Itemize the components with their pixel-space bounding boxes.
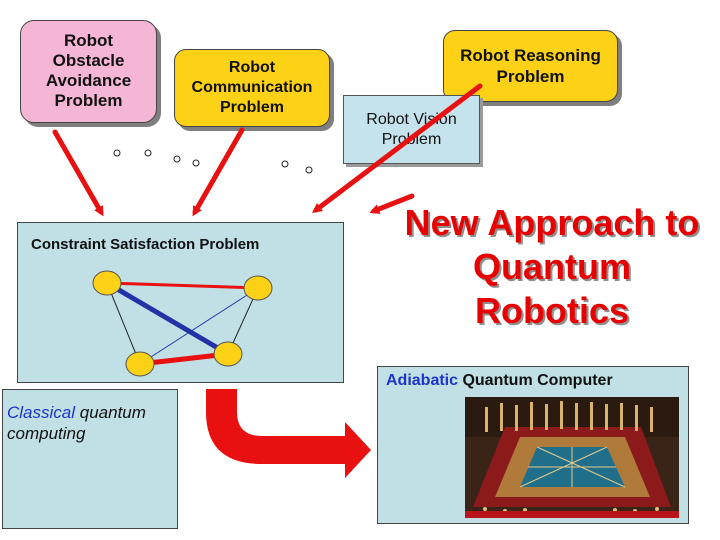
connector-dots [113, 149, 313, 174]
arrow-communication-to-csp [192, 127, 245, 217]
big-curved-arrow [206, 389, 371, 478]
reasoning-box: Robot Reasoning Problem [443, 30, 618, 102]
classical-rest: quantum computing [7, 403, 146, 443]
graph-edge [105, 280, 230, 357]
arrow-vision-to-csp [369, 193, 415, 214]
graph-node [213, 341, 243, 367]
obstacle-avoidance-label: Robot Obstacle Avoidance Problem [45, 31, 132, 110]
adiabatic-rest: Quantum Computer [458, 372, 613, 389]
graph-edge [106, 282, 141, 365]
classical-quantum-label: Classical quantum computing [7, 402, 172, 444]
dot [144, 149, 152, 157]
quantum-chip-image [465, 397, 679, 518]
graph-edge [106, 281, 259, 290]
obstacle-avoidance-box: Robot Obstacle Avoidance Problem [20, 20, 157, 123]
classical-panel [2, 389, 178, 529]
dot [173, 155, 181, 163]
adiabatic-computer-label: Adiabatic Quantum Computer [386, 372, 613, 390]
dot [113, 149, 121, 157]
dot [281, 160, 289, 168]
graph-node [125, 351, 155, 377]
graph-edge [139, 287, 259, 365]
dot [192, 159, 200, 167]
arrow-reasoning-to-csp [312, 83, 483, 214]
graph-node [92, 270, 122, 296]
classical-word: Classical [7, 403, 76, 422]
adiabatic-word: Adiabatic [386, 372, 459, 389]
graph-edge [139, 351, 229, 367]
graph-node [243, 275, 273, 301]
csp-graph [92, 270, 273, 377]
reasoning-label: Robot Reasoning Problem [460, 46, 601, 86]
csp-panel [17, 222, 344, 383]
arrow-obstacle-to-csp [52, 129, 104, 217]
dot [305, 166, 313, 174]
communication-label: Robot Communication Problem [191, 59, 313, 116]
communication-box: Robot Communication Problem [174, 49, 330, 127]
csp-title: Constraint Satisfaction Problem [31, 236, 260, 253]
headline: New Approach to Quantum Robotics [404, 202, 700, 331]
